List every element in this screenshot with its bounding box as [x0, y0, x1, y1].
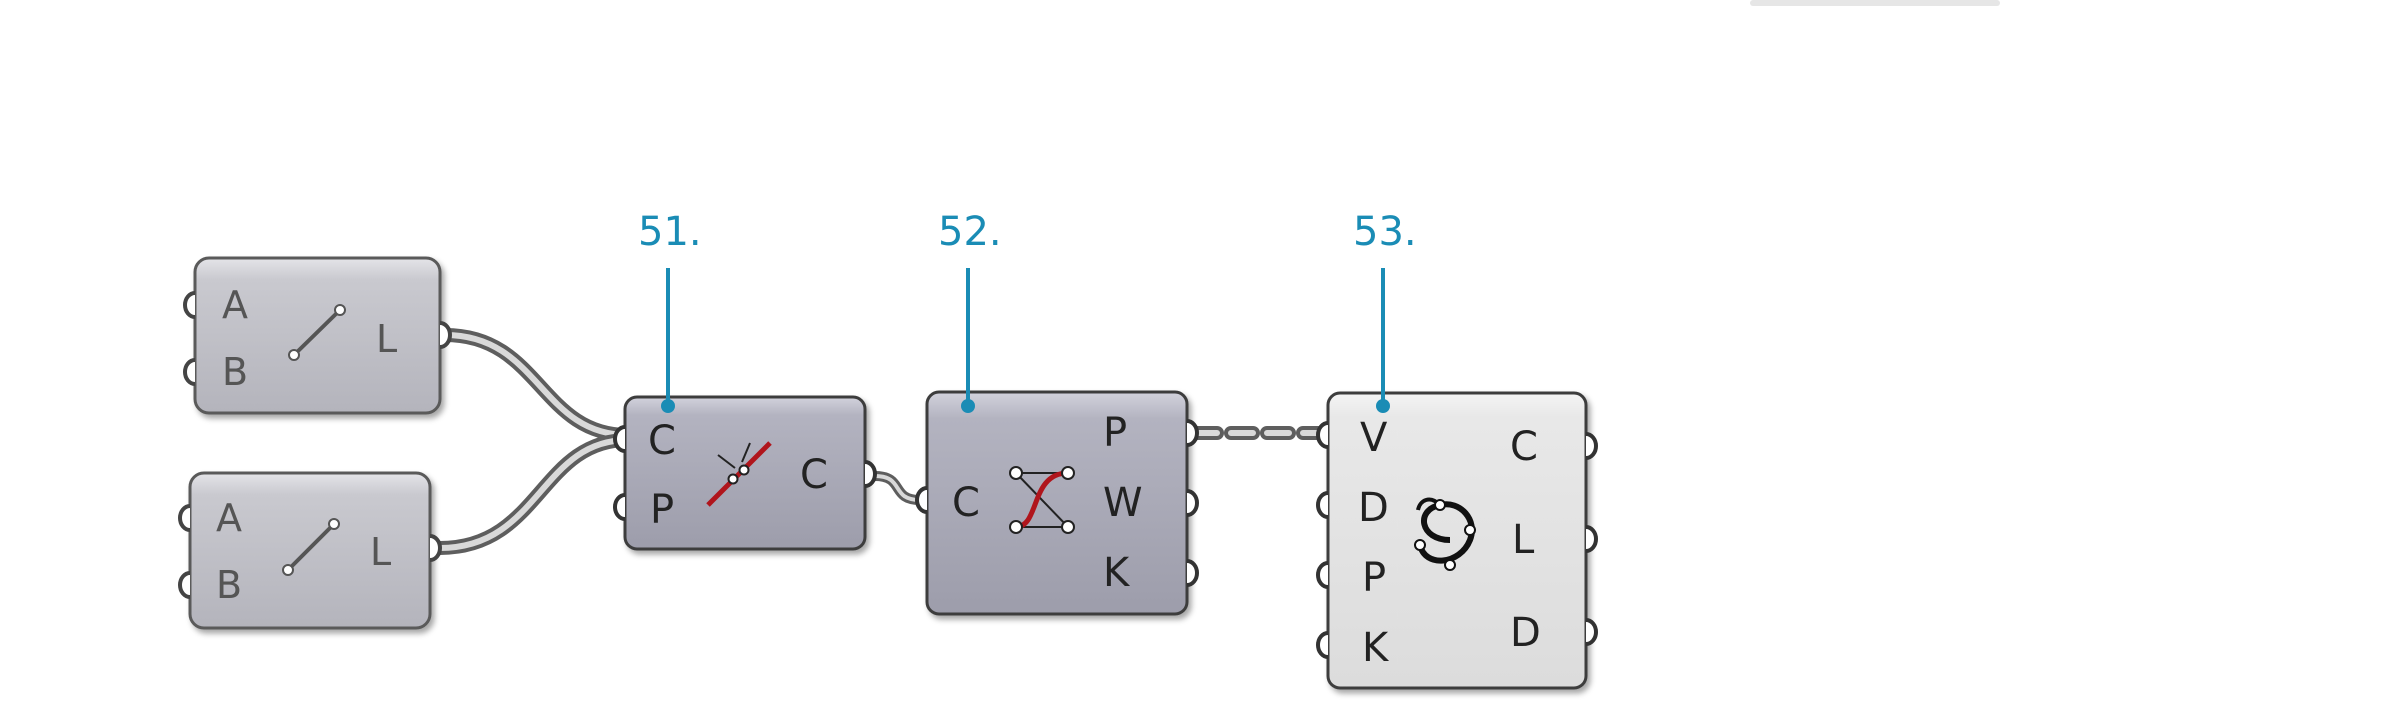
output-port-p [1186, 419, 1199, 447]
callout-label-51: 51. [638, 209, 702, 255]
wires [439, 328, 1325, 555]
input-port-a [178, 504, 191, 532]
output-port-k [1186, 559, 1199, 587]
input-label-c: C [648, 418, 676, 464]
shatter-icon [706, 441, 772, 507]
input-label-k: K [1362, 625, 1390, 671]
output-label-d: D [1510, 610, 1541, 656]
output-label-l: L [370, 530, 391, 574]
callout-51: 51. [638, 209, 702, 413]
input-port-c [915, 486, 928, 514]
input-port-b [178, 571, 191, 599]
output-label-p: P [1103, 410, 1127, 456]
input-label-p: P [1362, 555, 1386, 601]
input-label-c: C [952, 480, 980, 526]
shatter-component-ports: C P C [613, 418, 877, 533]
callout-label-52: 52. [938, 209, 1002, 255]
output-label-l: L [1512, 517, 1535, 563]
output-label-k: K [1103, 550, 1131, 596]
input-label-a: A [216, 496, 242, 540]
output-port-w [1186, 489, 1199, 517]
output-label-c: C [800, 452, 828, 498]
input-label-v: V [1360, 415, 1388, 461]
line-icon [282, 518, 340, 576]
line-icon [288, 304, 346, 361]
input-port-b [183, 358, 196, 386]
callout-label-53: 53. [1353, 209, 1417, 255]
input-port-c [613, 425, 626, 453]
callout-53: 53. [1353, 209, 1417, 413]
input-label-d: D [1358, 485, 1389, 531]
line-component-1-ports: A B L [183, 283, 452, 394]
output-label-l: L [376, 317, 397, 361]
output-port-c [864, 460, 877, 488]
top-scroll-artifact [1750, 0, 2000, 6]
output-port-l [429, 534, 442, 562]
line-component-2-ports: A B L [178, 496, 442, 607]
input-label-b: B [222, 350, 248, 394]
nurbs-curve-icon [1009, 466, 1075, 534]
output-label-w: W [1103, 480, 1143, 526]
nurbs-curve-pwk-ports: V D P K C L D [1316, 415, 1598, 671]
input-label-p: P [650, 487, 674, 533]
output-port-l [1585, 525, 1598, 553]
callout-52: 52. [938, 209, 1002, 413]
output-label-c: C [1510, 424, 1538, 470]
input-port-v [1316, 421, 1329, 449]
input-port-d [1316, 491, 1329, 519]
input-label-b: B [216, 563, 242, 607]
input-port-p [613, 493, 626, 521]
input-port-a [183, 291, 196, 319]
output-port-l [439, 321, 452, 349]
input-label-a: A [222, 283, 248, 327]
input-port-p [1316, 561, 1329, 589]
spiral-curve-icon [1414, 497, 1476, 571]
input-port-k [1316, 631, 1329, 659]
curve-components-ports: C P W K [915, 410, 1199, 596]
output-port-c [1585, 432, 1598, 460]
output-port-d [1585, 618, 1598, 646]
